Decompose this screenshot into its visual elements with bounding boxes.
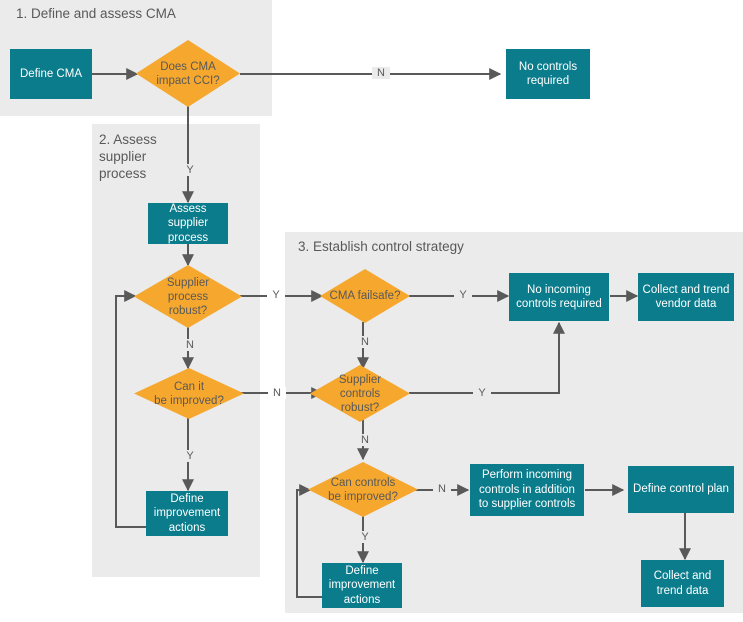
node-define-cma[interactable]: Define CMA bbox=[10, 49, 92, 99]
edge-label-cci-n: N bbox=[372, 67, 390, 79]
panel-1-title: 1. Define and assess CMA bbox=[16, 6, 176, 21]
edge-label-ccbi-y: Y bbox=[356, 531, 374, 543]
node-cma-failsafe[interactable]: CMA failsafe? bbox=[320, 269, 410, 323]
panel-3-title: 3. Establish control strategy bbox=[298, 239, 464, 254]
node-define-cma-label: Define CMA bbox=[20, 67, 82, 80]
edge-label-scr-n: N bbox=[356, 434, 374, 446]
node-cma-failsafe-label: CMA failsafe? bbox=[329, 290, 401, 302]
edge-label-spr-n: N bbox=[181, 339, 199, 351]
edge-label-cibi-n: N bbox=[268, 387, 286, 399]
edge-label-spr-y: Y bbox=[267, 289, 285, 301]
node-define-control-plan-label: Define control plan bbox=[633, 483, 729, 496]
edge-label-scr-y: Y bbox=[473, 387, 491, 399]
edge-label-failsafe-n: N bbox=[356, 336, 374, 348]
node-define-control-plan[interactable]: Define control plan bbox=[628, 466, 734, 513]
edge-label-cci-y: Y bbox=[181, 164, 199, 176]
edge-label-cibi-y: Y bbox=[181, 450, 199, 462]
edge-label-ccbi-n: N bbox=[433, 483, 451, 495]
edge-label-failsafe-y: Y bbox=[454, 289, 472, 301]
